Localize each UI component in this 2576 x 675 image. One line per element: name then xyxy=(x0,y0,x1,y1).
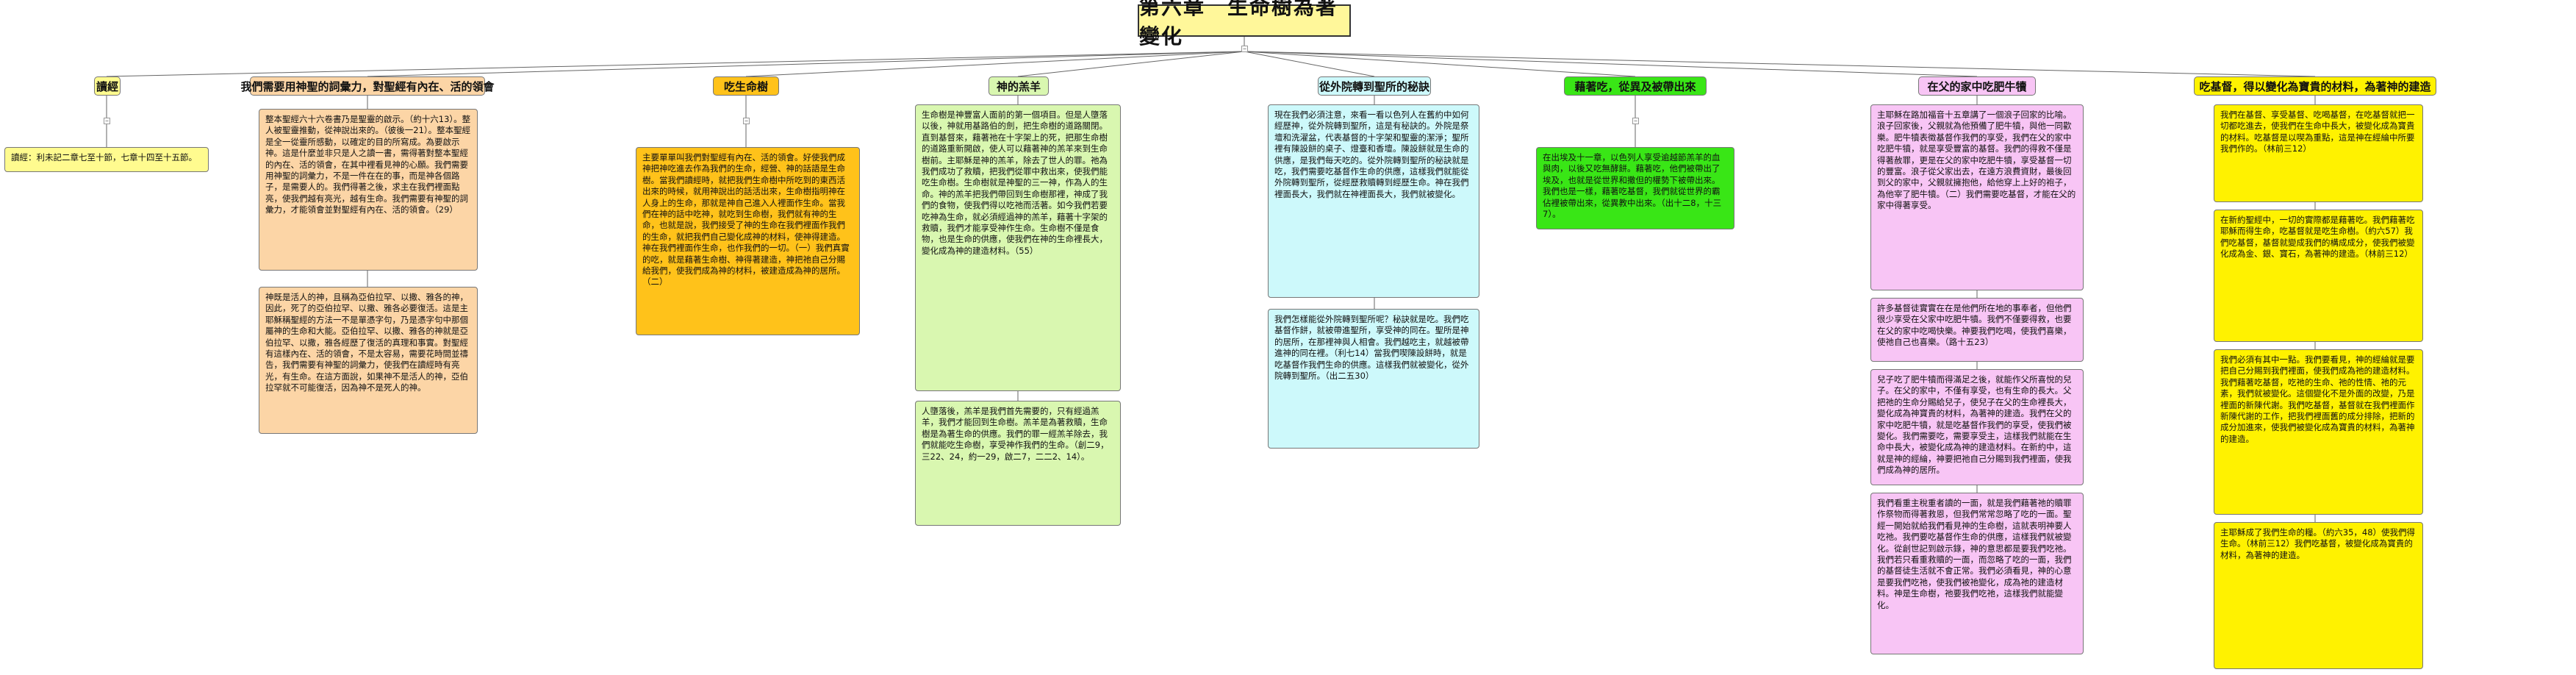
note-divine-vocabulary-2: 神既是活人的神，且稱為亞伯拉罕、以撒、雅各的神，因此，死了的亞伯拉罕、以撒、雅各… xyxy=(259,287,478,434)
branch-divine-vocabulary[interactable]: 我們需要用神聖的詞彙力，對聖經有內在、活的領會 xyxy=(241,76,495,96)
branch-outer-court-to-holy-place[interactable]: 從外院轉到聖所的秘訣 xyxy=(1318,76,1431,96)
collapse-toggle-icon[interactable]: − xyxy=(1241,46,1248,52)
collapse-toggle-icon[interactable]: − xyxy=(743,118,750,124)
note-outer-court-1: 現在我們必須注意，來看一看以色列人在舊約中如何經歷神，從外院轉到聖所，這是有秘訣… xyxy=(1268,104,1479,298)
collapse-toggle-icon[interactable]: − xyxy=(1632,118,1639,124)
note-transformed-2: 在新約聖經中，一切的實際都是藉著吃。我們藉著吃耶穌而得生命，吃基督就是吃生命樹。… xyxy=(2214,210,2423,342)
note-brought-out: 在出埃及十一章，以色列人享受逾越節羔羊的血與肉，以後又吃無酵餅。藉著吃，他們被帶… xyxy=(1536,147,1734,229)
branch-eat-tree-of-life[interactable]: 吃生命樹 xyxy=(713,76,779,96)
note-outer-court-2: 我們怎樣能從外院轉到聖所呢？秘訣就是吃。我們吃基督作餅，就被帶進聖所，享受神的同… xyxy=(1268,309,1479,449)
note-fattened-calf-4: 我們看重主稅重者讀的一面，就是我們藉著祂的贖罪作祭物而得著救恩，但我們常常忽略了… xyxy=(1870,493,2084,654)
branch-transformed-materials[interactable]: 吃基督，得以變化為寶貴的材料，為著神的建造 xyxy=(2194,76,2436,96)
note-eat-tree-of-life: 主要單單叫我們對聖經有內在、活的領會。好使我們成神把神吃進去作為我們的生命，經營… xyxy=(636,147,860,335)
note-transformed-4: 主耶穌成了我們生命的糧。（約六35，48）使我們得生命。（林前三12）我們吃基督… xyxy=(2214,522,2423,669)
branch-read-bible[interactable]: 讀經 xyxy=(94,76,121,96)
note-transformed-3: 我們必須有其中一點。我們要看見，神的經綸就是要把自己分賜到我們裡面，使我們成為祂… xyxy=(2214,349,2423,515)
branch-fattened-calf[interactable]: 在父的家中吃肥牛犢 xyxy=(1918,76,2036,96)
note-fattened-calf-3: 兒子吃了肥牛犢而得滿足之後，就能作父所喜悅的兒子。在父的家中，不僅有享受，也有生… xyxy=(1870,369,2084,485)
note-read-bible: 讀經：利未記二章七至十節，七章十四至十五節。 xyxy=(4,147,209,172)
note-divine-vocabulary-1: 整本聖經六十六卷書乃是聖靈的啟示。（約十六13）。整人被聖靈推動，從神說出來的。… xyxy=(259,109,478,271)
collapse-toggle-icon[interactable]: − xyxy=(104,118,110,124)
note-fattened-calf-1: 主耶穌在路加福音十五章講了一個浪子回家的比喻。浪子回家後，父親就為他預備了肥牛犢… xyxy=(1870,104,2084,290)
note-transformed-1: 我們在基督、享受基督、吃喝基督，在吃基督就把一切都吃進去，使我們在生命中長大，被… xyxy=(2214,104,2423,202)
note-fattened-calf-2: 許多基督徒實實在在是他們所在地的事奉者，但他們很少享受在父家中吃肥牛犢。我們不僅… xyxy=(1870,298,2084,362)
root-topic-title[interactable]: 第六章 生命樹為著變化 xyxy=(1138,0,1351,49)
branch-lamb-of-god[interactable]: 神的羔羊 xyxy=(989,76,1049,96)
branch-brought-out-by-eating[interactable]: 藉著吃，從異及被帶出來 xyxy=(1564,76,1707,96)
note-lamb-of-god-2: 人墮落後，羔羊是我們首先需要的，只有經過羔羊，我們才能回到生命樹。羔羊是為著救贖… xyxy=(915,401,1121,526)
note-lamb-of-god-1: 生命樹是神豐富人面前的第一個項目。但是人墮落以後，神就用基路伯的劍，把生命樹的道… xyxy=(915,104,1121,391)
